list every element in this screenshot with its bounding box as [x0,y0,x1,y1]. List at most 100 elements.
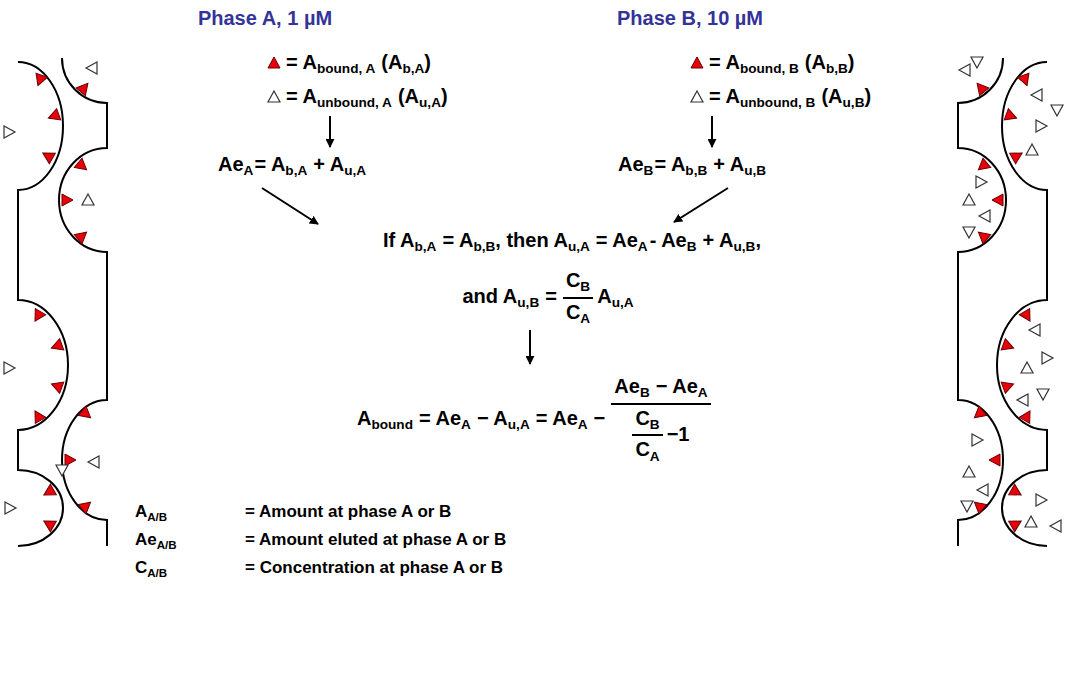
formula-text: ) [864,85,871,107]
subscript-text: B [650,417,660,432]
formula-text: C [635,407,649,429]
formula-text: C [635,438,649,460]
subscript-text: u,A [508,417,530,432]
formula-text: (A [821,85,842,107]
subscript-text: bound [371,417,413,432]
subscript-text: b,A [415,239,437,254]
formula-text: (A [805,51,826,73]
formula-text: − Ae [656,375,698,397]
formula-text: = A [442,229,473,251]
subscript-text: u,B [517,295,539,310]
fraction: CBCA [632,406,662,465]
subscript-text: A [698,385,708,400]
formula-line: Abound= AeA− Au,A= AeA−AeB− AeACBCA−1 [357,374,711,465]
subscript-text: u,A [344,163,366,178]
formula-text: Phase B, 10 µM [617,7,763,29]
formula-line: If Ab,A = Ab,B, then Au,A = AeA- AeB + Au,B… [383,228,761,256]
subscript-text: b,A [402,61,424,76]
subscript-text: unbound, B [740,95,816,110]
subscript-text: unbound, A [317,95,392,110]
formula-line: = Amount eluted at phase A or B [245,530,506,550]
numerator: CB [632,406,662,437]
formula-text: = A [286,51,317,73]
phase-heading: Phase B, 10 µM [617,6,763,30]
formula-text: ) [848,51,855,73]
formula-line: = Concentration at phase A or B [245,558,503,578]
formula-text: If A [383,229,414,251]
formula-line: AeB= Ab,B+ Au,B [618,152,766,180]
formula-line: = Aunbound, B(Au,B) [709,84,871,112]
formula-line: and Au,B=CBCAAu,A [462,268,633,327]
subscript-text: u,A [419,95,441,110]
fraction: AeB− AeACBCA−1 [611,374,710,465]
formula-line: = Abound, A (Ab,A) [286,50,431,78]
formula-text: , then A [495,229,568,251]
denominator: CA [632,436,662,465]
formula-text: A [357,407,371,429]
formula-text: + A [703,229,734,251]
subscript-text: bound, A [317,61,375,76]
formula-text: = Concentration at phase A or B [245,558,503,577]
subscript-text: B [580,279,590,294]
subscript-text: bound, B [740,61,799,76]
subscript-text: A [578,417,588,432]
formula-text: = [545,285,557,307]
formula-text: + A [313,153,344,175]
formula-line: CA/B [135,558,167,581]
subscript-text: A [638,239,648,254]
formula-text: − [594,407,606,429]
formula-text: ) [441,85,448,107]
subscript-text: B [644,163,654,178]
subscript-text: A [461,417,471,432]
fraction: CBCA [563,268,593,327]
formula-text: Phase A, 1 µM [198,7,332,29]
formula-text: = A [254,153,285,175]
formula-text: , [755,229,761,251]
formula-text: Ae [135,530,157,549]
formula-text: = Amount at phase A or B [245,502,451,521]
subscript-text: b,B [473,239,495,254]
formula-text: = Ae [536,407,578,429]
formula-line: AeA/B [135,530,177,553]
formula-line: = Abound, B (Ab,B) [709,50,855,78]
formula-text: = A [709,51,740,73]
subscript-text: A/B [147,567,167,579]
subscript-text: u,B [733,239,755,254]
formula-text: + A [713,153,744,175]
formula-line: AeA= Ab,A+ Au,A [218,152,366,180]
formula-text: ) [424,51,431,73]
formula-text: C [566,269,580,291]
formula-text: C [135,558,147,577]
formula-text: (A [381,51,402,73]
subscript-text: A [244,163,254,178]
denominator: CBCA−1 [611,405,710,465]
formula-text: = Ae [419,407,461,429]
subscript-text: A/B [147,511,167,523]
subscript-text: u,A [612,295,634,310]
formula-text: A [135,502,147,521]
numerator: AeB− AeA [611,374,710,405]
subscript-text: B [687,239,697,254]
formula-line: = Aunbound, A (Au,A) [286,84,448,112]
formula-text: (A [398,85,419,107]
formula-line: = Amount at phase A or B [245,502,451,522]
formula-text: = A [709,85,740,107]
subscript-text: B [640,385,650,400]
formula-text: = A [286,85,317,107]
formula-text: = Amount eluted at phase A or B [245,530,506,549]
formula-text: C [566,301,580,323]
formula-text: A [597,285,611,307]
numerator: CB [563,268,593,299]
formula-text: and A [462,285,517,307]
subscript-text: b,B [826,61,848,76]
formula-text: - Ae [650,229,687,251]
subscript-text: u,B [744,163,766,178]
subscript-text: b,A [285,163,307,178]
subscript-text: u,A [568,239,590,254]
subscript-text: A [650,449,660,464]
subscript-text: b,B [685,163,707,178]
formula-text: = Ae [596,229,638,251]
denominator: CA [563,299,593,328]
phase-heading: Phase A, 1 µM [198,6,332,30]
